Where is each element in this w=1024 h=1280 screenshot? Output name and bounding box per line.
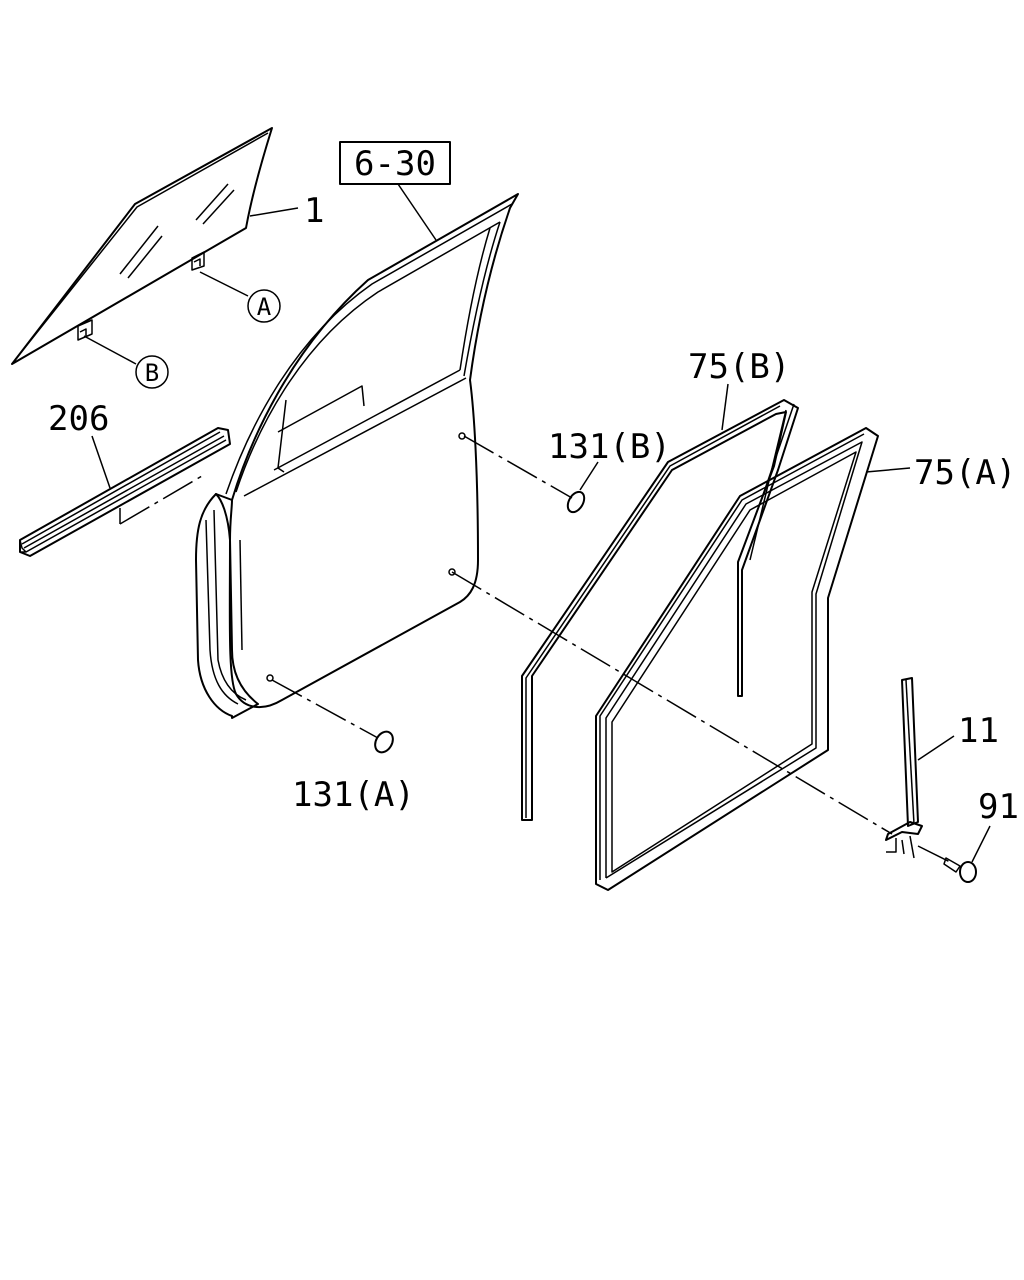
label-part-75a: 75(A)	[914, 453, 1016, 493]
plug-a	[374, 730, 394, 754]
leader-line-a	[199, 271, 249, 297]
plug-a-centerline	[271, 679, 379, 739]
callout-b-circle	[135, 355, 169, 389]
label-part-75b: 75(B)	[688, 347, 790, 387]
label-part-206: 206	[48, 399, 109, 439]
label-part-91: 91	[978, 787, 1019, 827]
plug-b-centerline	[463, 435, 573, 499]
screw	[917, 845, 977, 883]
leader-line-1	[249, 207, 299, 217]
reference-box	[339, 141, 451, 185]
callout-a-label: A	[257, 293, 272, 321]
leader-line-75b	[721, 383, 729, 431]
label-part-1: 1	[304, 191, 324, 231]
leader-line-75a	[865, 467, 911, 473]
door-glass	[11, 127, 273, 365]
leader-line-11	[917, 735, 955, 761]
leader-line-91	[971, 825, 991, 863]
callout-b-label: B	[145, 359, 159, 387]
leader-line-206	[91, 435, 111, 489]
leader-line-ref	[397, 183, 437, 241]
plug-b	[566, 490, 586, 514]
leader-line-b	[83, 335, 137, 365]
callout-a-circle	[247, 289, 281, 323]
reference-label: 6-30	[354, 144, 436, 184]
rear-sash-channel	[885, 677, 923, 859]
label-part-131b: 131(B)	[548, 427, 671, 467]
door-panel	[195, 193, 519, 719]
outer-weatherstrip	[19, 427, 231, 557]
sash-centerline	[451, 571, 893, 835]
label-part-11: 11	[958, 711, 999, 751]
door-seal-a	[595, 427, 879, 891]
leader-line-131b	[579, 461, 599, 491]
label-part-131a: 131(A)	[292, 775, 415, 815]
